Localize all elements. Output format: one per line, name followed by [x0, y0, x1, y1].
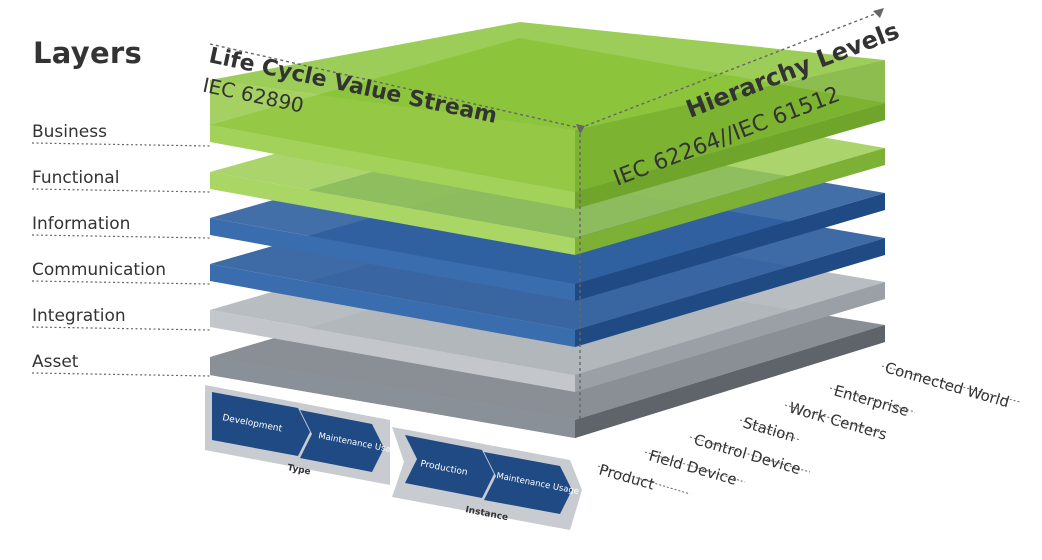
hierarchy-level-station: Station [741, 414, 797, 446]
life-cycle-instance-group: Production Maintenance Usage Instance [392, 427, 582, 530]
life-cycle-arrowhead [576, 124, 585, 134]
layer-label-asset: Asset [32, 352, 79, 372]
life-cycle-type-group: Development Maintenance Usage Type [205, 385, 402, 485]
axis-arrows [209, 11, 881, 420]
layer-label-communication: Communication [32, 260, 166, 280]
layer-label-integration: Integration [32, 306, 126, 326]
type-label: Type [286, 463, 311, 477]
hierarchy-leader-lines [597, 365, 1021, 495]
layer-label-information: Information [32, 214, 131, 234]
layer-label-business: Business [32, 122, 107, 142]
hierarchy-level-product: Product [597, 461, 657, 494]
hierarchy-arrowhead [873, 8, 884, 18]
layers-title: Layers [33, 36, 143, 70]
label-leader-lines [31, 142, 211, 377]
layer-label-functional: Functional [32, 168, 120, 188]
cube-top-box [210, 22, 885, 192]
